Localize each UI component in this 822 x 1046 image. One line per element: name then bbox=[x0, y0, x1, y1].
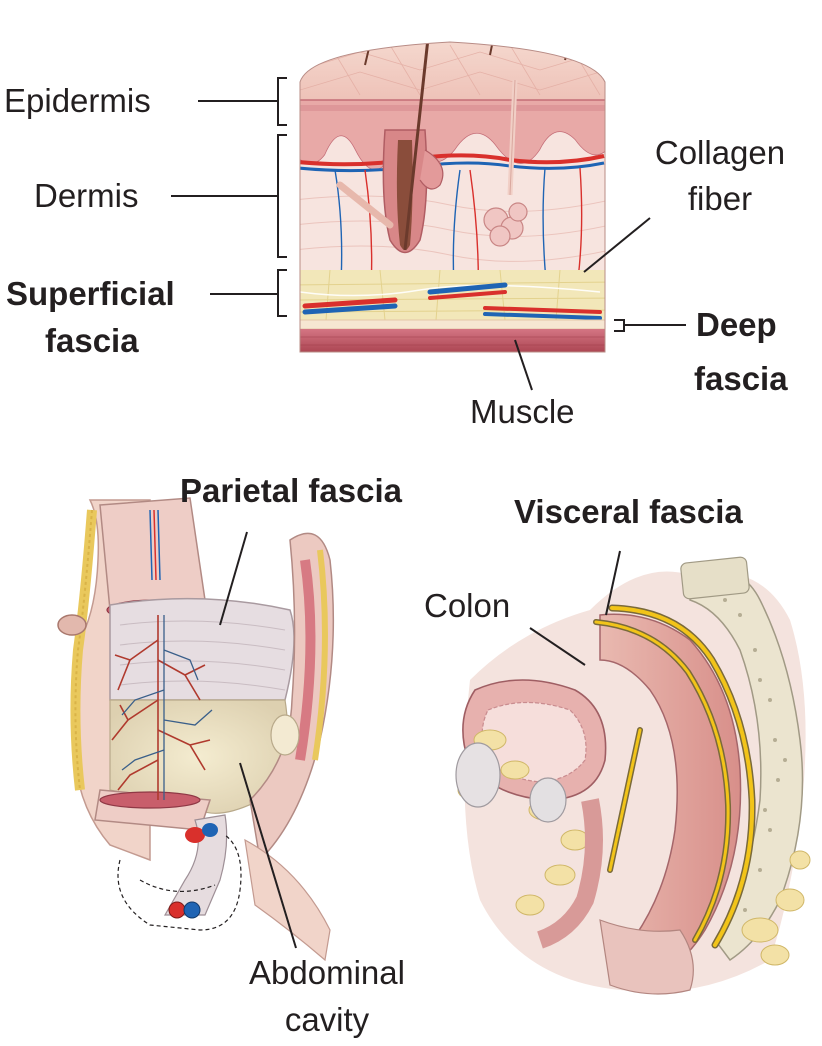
label-dermis: Dermis bbox=[34, 177, 139, 214]
label-deep-fascia-line2: fascia bbox=[694, 360, 788, 397]
label-superficial-fascia-line2: fascia bbox=[45, 322, 139, 359]
sweat-gland bbox=[483, 202, 528, 247]
label-collagen-fiber-line1: Collagen bbox=[654, 134, 786, 171]
label-superficial-fascia-line1: Superficial bbox=[6, 275, 175, 312]
abdomen-leaders bbox=[219, 531, 297, 949]
pelvis-illustration bbox=[455, 556, 811, 995]
label-abdominal-cavity-line2: cavity bbox=[284, 1001, 370, 1038]
label-abdominal-cavity-line1: Abdominal bbox=[249, 954, 405, 991]
label-collagen-fiber-line2: fiber bbox=[687, 180, 753, 217]
abdomen-illustration bbox=[57, 497, 335, 962]
skin-block bbox=[300, 42, 605, 352]
label-epidermis: Epidermis bbox=[4, 82, 151, 119]
label-deep-fascia-line1: Deep bbox=[696, 306, 777, 343]
label-muscle: Muscle bbox=[470, 393, 575, 430]
hair-follicle bbox=[382, 42, 444, 254]
label-visceral-fascia: Visceral fascia bbox=[514, 493, 743, 530]
label-colon: Colon bbox=[424, 587, 511, 624]
pelvis-leaders bbox=[529, 550, 621, 666]
label-parietal-fascia: Parietal fascia bbox=[180, 472, 402, 509]
top-leaders bbox=[171, 77, 686, 391]
